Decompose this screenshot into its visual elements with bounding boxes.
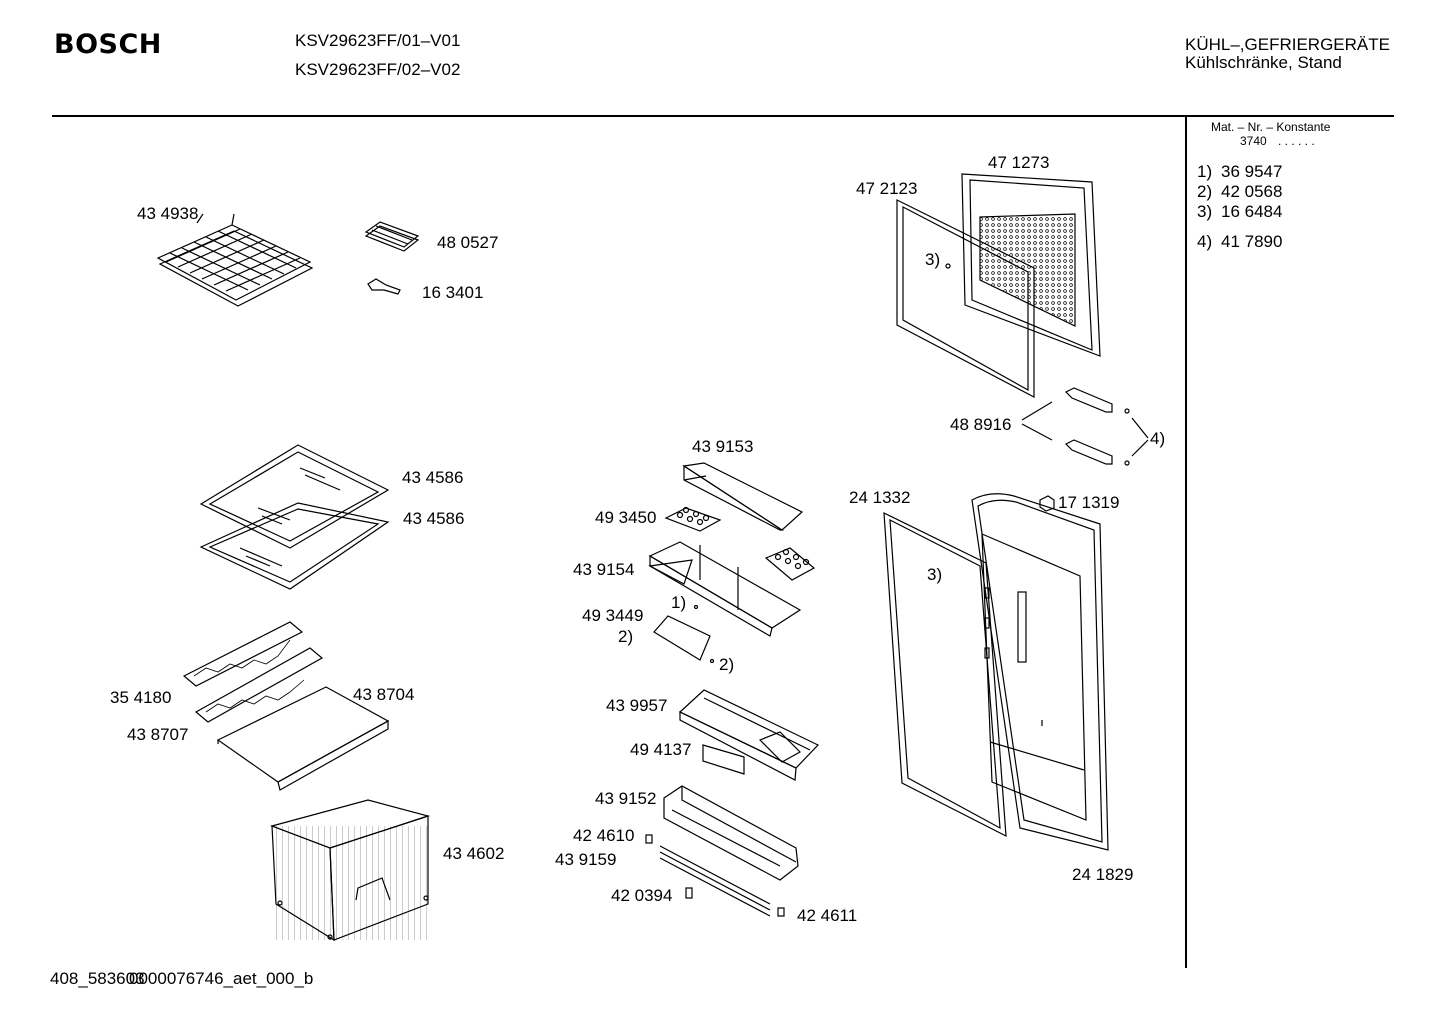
insert-494137 [702, 744, 745, 775]
label-434938: 43 4938 [137, 204, 199, 223]
label-434586-b: 43 4586 [403, 509, 465, 528]
label-439152: 43 9152 [595, 789, 657, 808]
note-part-3: 16 6484 [1221, 202, 1283, 221]
label-241829: 24 1829 [1072, 865, 1134, 884]
label-354180: 35 4180 [110, 688, 172, 707]
door-shelf-439154 [648, 541, 802, 637]
glass-shelf-lower [199, 502, 390, 590]
label-471273: 47 1273 [988, 153, 1050, 172]
label-488916: 48 8916 [950, 415, 1012, 434]
door-handles [1021, 387, 1149, 466]
callout-4: 4) [1150, 429, 1166, 448]
label-480527: 48 0527 [437, 233, 499, 252]
label-438704: 43 8704 [353, 685, 415, 704]
main-door [971, 493, 1109, 851]
label-424611: 42 4611 [797, 906, 858, 925]
note-key-4: 4) [1197, 232, 1213, 251]
note-part-1: 36 9547 [1221, 162, 1283, 181]
freezer-door [961, 173, 1101, 357]
note-key-2: 2) [1197, 182, 1213, 201]
note-part-2: 42 0568 [1221, 182, 1283, 201]
ice-tray [364, 221, 420, 252]
label-439154: 43 9154 [573, 560, 635, 579]
label-439153: 43 9153 [692, 437, 754, 456]
label-171319: 17 1319 [1058, 493, 1120, 512]
flap-493449 [653, 604, 715, 664]
label-439957: 43 9957 [606, 696, 668, 715]
subcategory-title: Kühlschränke, Stand [1185, 53, 1342, 72]
label-494137: 49 4137 [630, 740, 692, 759]
egg-tray-left [664, 506, 722, 532]
category-title: KÜHL–,GEFRIERGERÄTE [1185, 35, 1390, 54]
main-door-gasket [883, 512, 1007, 838]
door-shelf-439153 [682, 462, 804, 531]
label-241332: 24 1332 [849, 488, 911, 507]
label-472123: 47 2123 [856, 179, 918, 198]
callout-3b: 3) [927, 565, 943, 584]
egg-tray-right [764, 547, 816, 581]
callout-1: 1) [671, 593, 687, 612]
label-434586-a: 43 4586 [402, 468, 464, 487]
label-163401: 16 3401 [422, 283, 484, 302]
callout-2a: 2) [618, 627, 634, 646]
label-493449: 49 3449 [582, 606, 644, 625]
model-number-2: KSV29623FF/02–V02 [295, 60, 461, 79]
label-438707: 43 8707 [127, 725, 189, 744]
glass-shelf-upper [199, 444, 390, 549]
label-439159: 43 9159 [555, 850, 617, 869]
footer-code-overlay: 0000076746_aet_000_b [129, 969, 314, 988]
wire-rack [156, 213, 314, 307]
door-shelf-439957 [678, 689, 820, 781]
sidebar-divider [1185, 116, 1187, 968]
label-493450: 49 3450 [595, 508, 657, 527]
constant-dots: . . . . . . [1278, 134, 1315, 148]
label-424610: 42 4610 [573, 826, 635, 845]
part-171319 [1039, 495, 1055, 512]
bottle-retainer-bars [645, 834, 785, 917]
note-key-3: 3) [1197, 202, 1213, 221]
header-divider [52, 115, 1394, 117]
note-key-1: 1) [1197, 162, 1213, 181]
note-part-4: 41 7890 [1221, 232, 1283, 251]
crisper-cover [216, 686, 390, 791]
footer-code: 408_583603 [50, 969, 145, 988]
crisper-drawer [270, 799, 431, 942]
bottle-shelf-439152 [663, 785, 799, 881]
callout-2b: 2) [719, 655, 735, 674]
constant-title: Mat. – Nr. – Konstante [1211, 120, 1331, 134]
callout-3a: 3) [925, 250, 941, 269]
label-434602: 43 4602 [443, 844, 505, 863]
constant-value: 3740 [1240, 134, 1267, 148]
brand-logo: BOSCH [54, 29, 162, 60]
label-420394: 42 0394 [611, 886, 673, 905]
shelf-trims [182, 621, 324, 723]
ice-scraper [367, 278, 401, 295]
model-number-1: KSV29623FF/01–V01 [295, 31, 461, 50]
